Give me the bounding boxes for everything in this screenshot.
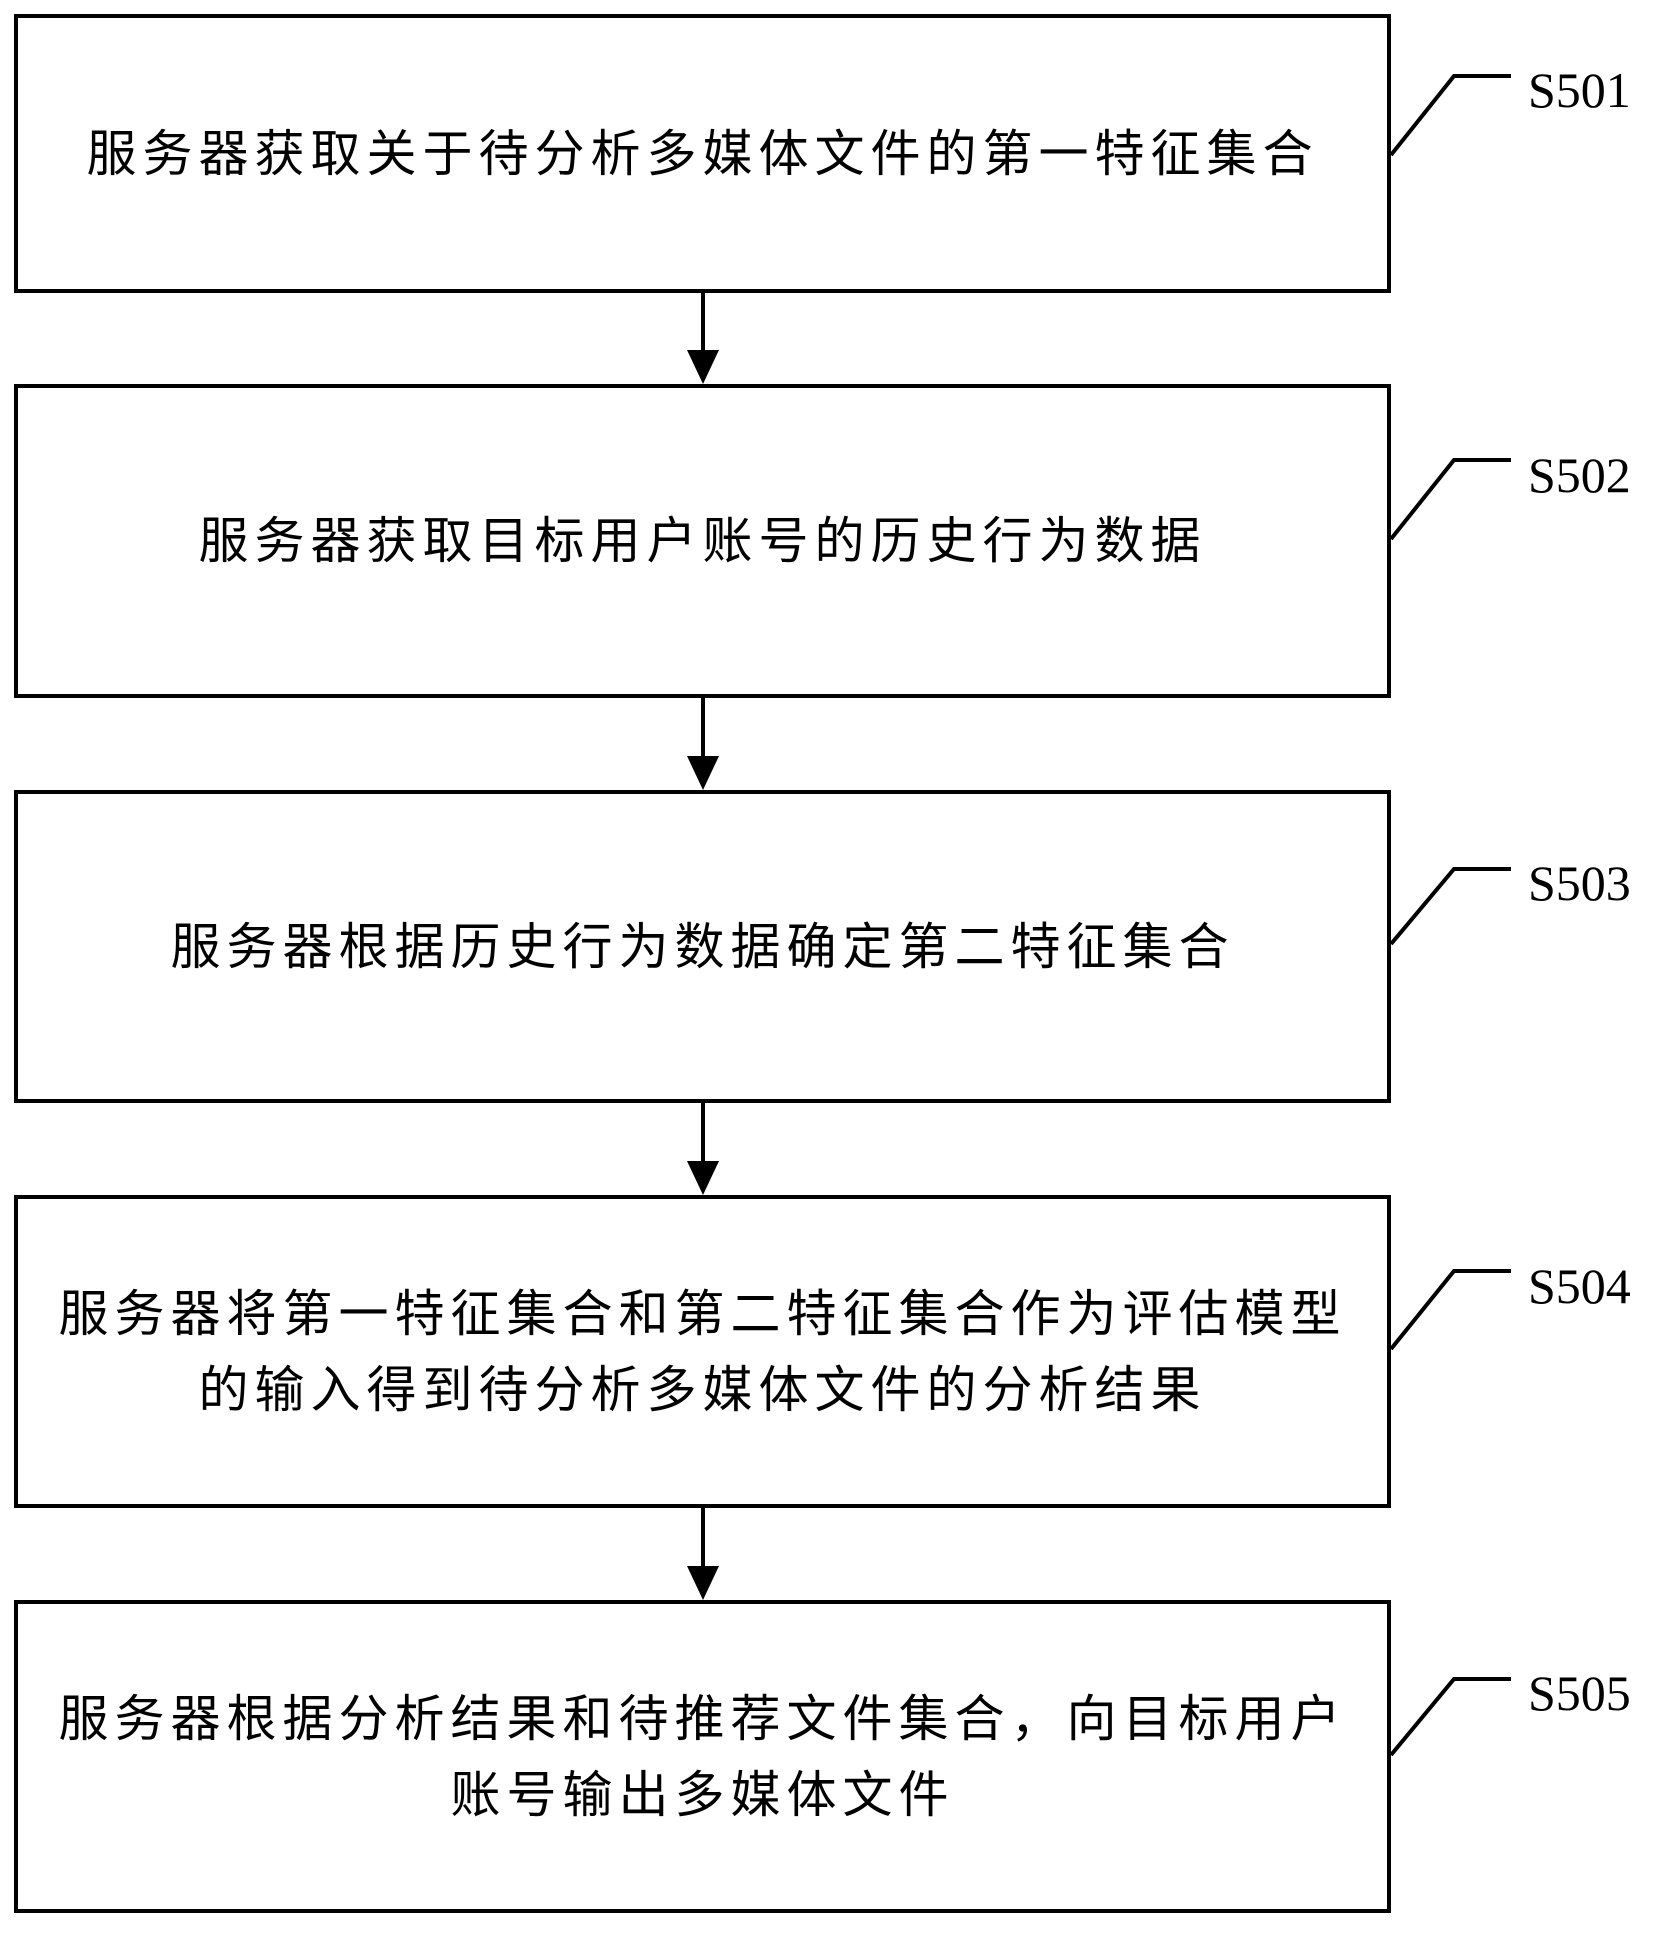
- step-box-s503: 服务器根据历史行为数据确定第二特征集合: [14, 790, 1391, 1103]
- step-text-s501: 服务器获取关于待分析多媒体文件的第一特征集合: [86, 124, 1319, 183]
- step-box-s504: 服务器将第一特征集合和第二特征集合作为评估模型 的输入得到待分析多媒体文件的分析…: [14, 1195, 1391, 1508]
- step-text-s504: 服务器将第一特征集合和第二特征集合作为评估模型 的输入得到待分析多媒体文件的分析…: [58, 1284, 1347, 1419]
- step-box-s501: 服务器获取关于待分析多媒体文件的第一特征集合: [14, 14, 1391, 293]
- step-box-s502: 服务器获取目标用户账号的历史行为数据: [14, 384, 1391, 698]
- step-label-s504: S504: [1528, 1258, 1631, 1314]
- step-text-s505: 服务器根据分析结果和待推荐文件集合，向目标用户 账号输出多媒体文件: [58, 1689, 1347, 1824]
- arrow-s502-s503: [687, 698, 719, 790]
- arrow-s503-s504: [687, 1103, 719, 1195]
- step-label-s505: S505: [1528, 1665, 1631, 1721]
- step-label-s503: S503: [1528, 855, 1631, 911]
- arrow-s501-s502: [687, 293, 719, 384]
- step-text-s502: 服务器获取目标用户账号的历史行为数据: [198, 512, 1207, 570]
- leader-line-s504: [1389, 1269, 1511, 1351]
- leader-line-s503: [1389, 867, 1511, 946]
- leader-line-s501: [1389, 74, 1511, 157]
- arrow-s504-s505: [687, 1508, 719, 1600]
- step-box-s505: 服务器根据分析结果和待推荐文件集合，向目标用户 账号输出多媒体文件: [14, 1600, 1391, 1913]
- leader-line-s502b: [1389, 458, 1511, 541]
- leader-line-s505: [1389, 1677, 1511, 1757]
- step-label-s501: S501: [1528, 62, 1631, 118]
- step-label-s502: S502: [1528, 447, 1631, 503]
- step-text-s503: 服务器根据历史行为数据确定第二特征集合: [170, 917, 1235, 976]
